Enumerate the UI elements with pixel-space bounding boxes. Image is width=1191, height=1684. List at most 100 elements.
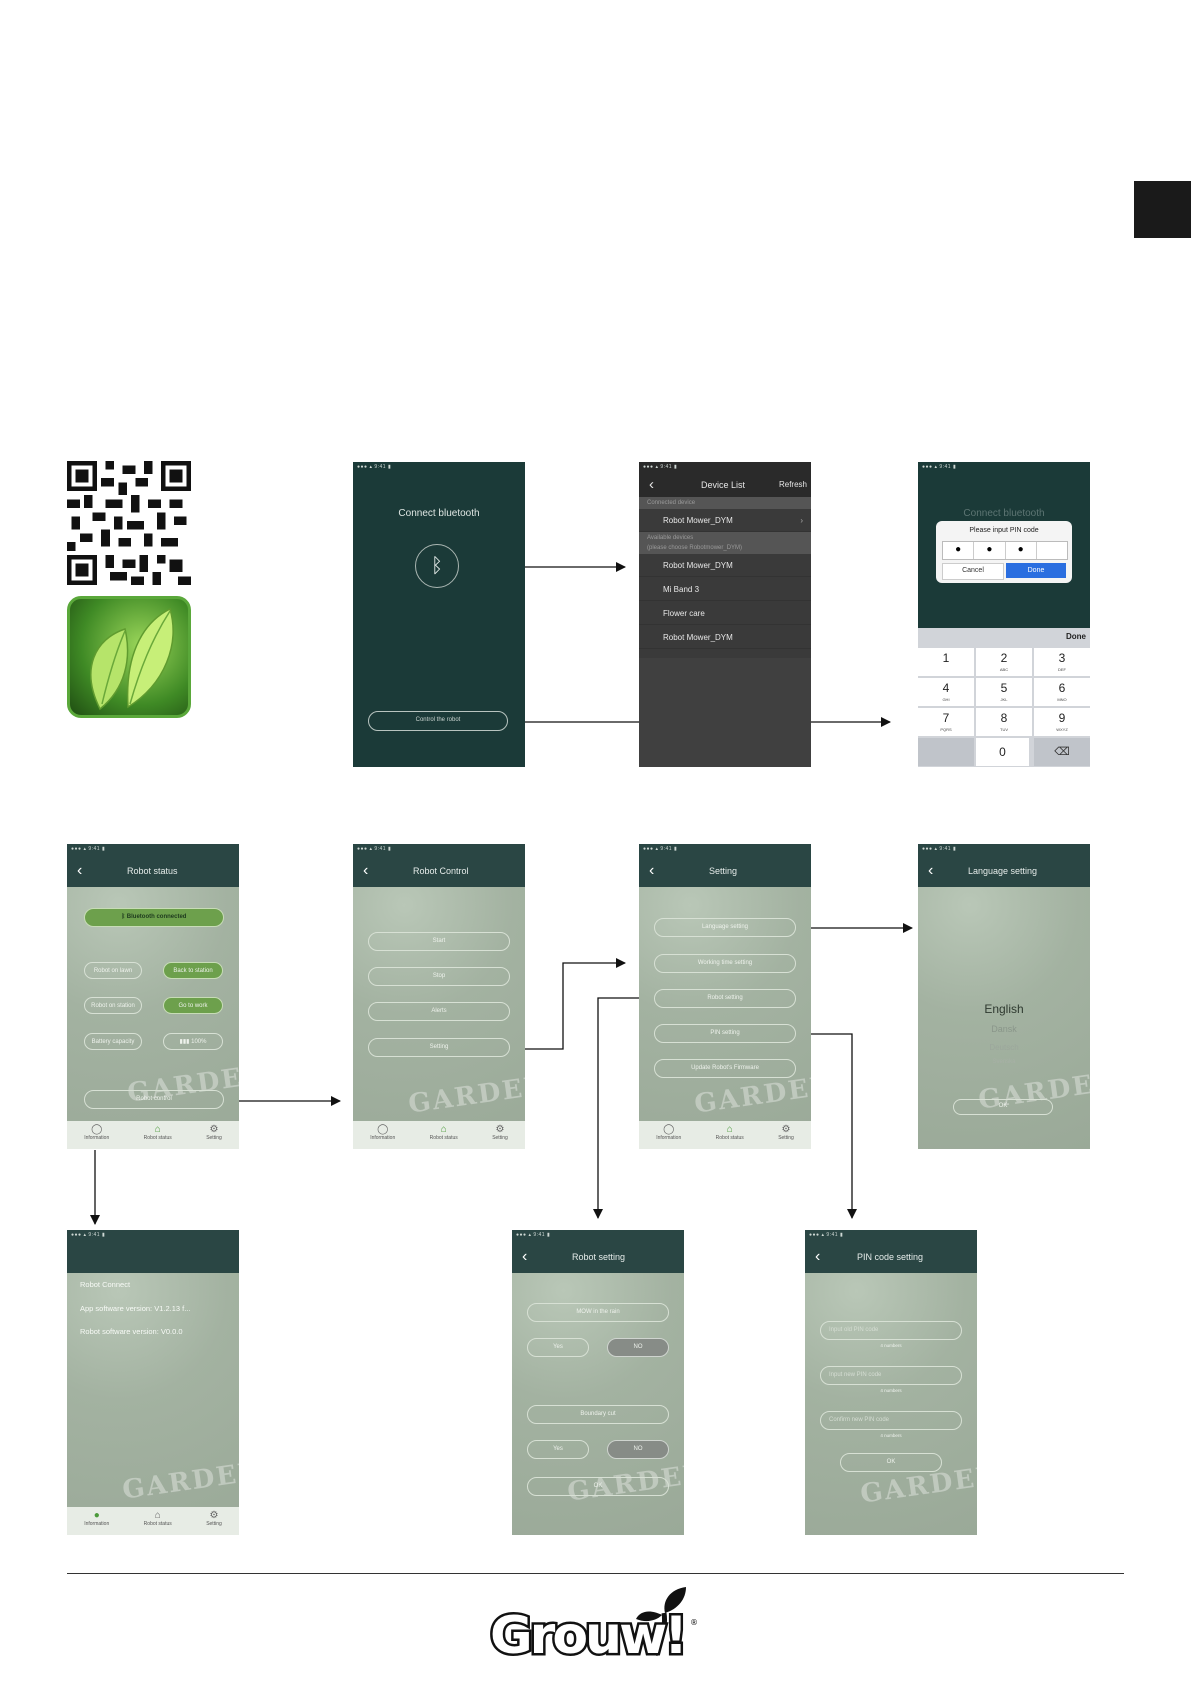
language-option[interactable]: Svenska — [992, 1059, 1016, 1065]
cancel-button[interactable]: Cancel — [942, 563, 1004, 580]
chat-icon: ◯ — [377, 1124, 389, 1135]
gear-icon: ⚙ — [495, 1124, 505, 1135]
pin-prompt: Please input PIN code — [969, 527, 1039, 534]
done-button[interactable]: Done — [1006, 563, 1066, 578]
screen-pin-code-setting: ●●● ▴ 9:41 ▮ ‹PIN code setting Input old… — [805, 1230, 977, 1535]
old-pin-input[interactable]: Input old PIN code — [820, 1321, 962, 1340]
tab-bar: ◯Information ⌂Robot status ⚙Setting — [353, 1121, 525, 1149]
tab-robot-status[interactable]: ⌂Robot status — [143, 1124, 172, 1141]
screen-device-list: ●●● ▴ 9:41 ▮ ‹ Device List Refresh Conne… — [639, 462, 811, 767]
tab-robot-status[interactable]: ⌂Robot status — [715, 1124, 744, 1141]
pin-input[interactable]: ● ● ● — [942, 541, 1068, 560]
empty-area — [639, 658, 811, 767]
ok-button[interactable]: OK — [953, 1099, 1053, 1115]
setting-button[interactable]: Setting — [368, 1038, 510, 1057]
stop-button[interactable]: Stop — [368, 967, 510, 986]
go-to-work-button[interactable]: Go to work — [163, 997, 223, 1014]
key-1[interactable]: 1 — [918, 648, 974, 676]
ok-button[interactable]: OK — [527, 1477, 669, 1496]
gear-icon: ⚙ — [209, 1510, 219, 1521]
status-bar: ●●● ▴ 9:41 ▮ — [357, 464, 392, 470]
keyboard-done-button[interactable]: Done — [1066, 632, 1086, 641]
back-icon[interactable]: ‹ — [649, 476, 654, 493]
new-pin-input[interactable]: Input new PIN code — [820, 1366, 962, 1385]
tab-robot-status[interactable]: ⌂Robot status — [429, 1124, 458, 1141]
status-bar: ●●● ▴ 9:41 ▮ — [805, 1230, 977, 1243]
navbar-title: Robot setting — [572, 1252, 626, 1262]
tab-information[interactable]: ◯Information — [84, 1124, 110, 1141]
back-icon[interactable]: ‹ — [928, 862, 934, 879]
logo-wordmark: Grouw! — [490, 1606, 685, 1663]
bluetooth-status-badge: ᛒ Bluetooth connected — [84, 908, 224, 927]
tab-information[interactable]: ◯Information — [656, 1124, 682, 1141]
key-0[interactable]: 0 — [976, 738, 1029, 766]
back-icon[interactable]: ‹ — [522, 1248, 528, 1265]
backspace-key[interactable]: ⌫ — [1034, 738, 1090, 766]
screen-pin-entry: ●●● ▴ 9:41 ▮ Connect bluetooth Please in… — [918, 462, 1090, 767]
device-row[interactable]: Robot Mower_DYM — [639, 554, 811, 577]
tab-robot-status[interactable]: ⌂Robot status — [143, 1510, 172, 1527]
back-icon[interactable]: ‹ — [363, 862, 369, 879]
update-firmware-button[interactable]: Update Robot's Firmware — [654, 1059, 796, 1078]
navbar: ‹PIN code setting — [805, 1243, 977, 1273]
rain-no-button[interactable]: NO — [607, 1338, 669, 1357]
language-option-selected[interactable]: English — [984, 1002, 1024, 1016]
navbar-title: Robot Control — [413, 866, 469, 876]
navbar: ‹Language setting — [918, 857, 1090, 887]
info-line: App software version: V1.2.13 f... — [80, 1304, 191, 1313]
boundary-yes-button[interactable]: Yes — [527, 1440, 589, 1459]
robot-control-button[interactable]: Robot control — [84, 1090, 224, 1109]
pin-hint: 4 numbers — [880, 1343, 902, 1348]
tab-setting[interactable]: ⚙Setting — [778, 1124, 794, 1141]
alerts-button[interactable]: Alerts — [368, 1002, 510, 1021]
robot-on-lawn-label: Robot on lawn — [84, 962, 142, 979]
rain-yes-button[interactable]: Yes — [527, 1338, 589, 1357]
language-option[interactable]: Deutsch — [989, 1043, 1019, 1052]
robot-on-station-label: Robot on station — [84, 997, 142, 1014]
tab-setting[interactable]: ⚙Setting — [206, 1510, 222, 1527]
tab-setting[interactable]: ⚙Setting — [206, 1124, 222, 1141]
tab-setting[interactable]: ⚙Setting — [492, 1124, 508, 1141]
language-option[interactable]: Dansk — [991, 1024, 1017, 1034]
device-row[interactable]: Robot Mower_DYM — [639, 626, 811, 649]
pin-hint: 4 numbers — [880, 1388, 902, 1393]
ok-button[interactable]: OK — [840, 1453, 942, 1472]
control-robot-button[interactable]: Control the robot — [368, 711, 508, 731]
device-row[interactable]: Flower care — [639, 602, 811, 625]
back-to-station-button[interactable]: Back to station — [163, 962, 223, 979]
device-row[interactable]: Mi Band 3 — [639, 578, 811, 601]
screen-connect-bluetooth: ●●● ▴ 9:41 ▮ Connect bluetooth ᛒ Control… — [353, 462, 525, 767]
device-row[interactable]: Robot Mower_DYM› — [639, 509, 811, 532]
bluetooth-button[interactable]: ᛒ — [415, 544, 459, 588]
tab-bar: ◯Information ⌂Robot status ⚙Setting — [67, 1121, 239, 1149]
confirm-pin-input[interactable]: Confirm new PIN code — [820, 1411, 962, 1430]
working-time-setting-button[interactable]: Working time setting — [654, 954, 796, 973]
empty-key — [918, 738, 974, 766]
pin-setting-button[interactable]: PIN setting — [654, 1024, 796, 1043]
battery-capacity-label: Battery capacity — [84, 1033, 142, 1050]
mow-in-rain-label: MOW in the rain — [527, 1303, 669, 1322]
language-setting-button[interactable]: Language setting — [654, 918, 796, 937]
back-icon[interactable]: ‹ — [815, 1248, 821, 1265]
tab-information[interactable]: ●Information — [84, 1510, 110, 1527]
robot-setting-button[interactable]: Robot setting — [654, 989, 796, 1008]
boundary-cut-label: Boundary cut — [527, 1405, 669, 1424]
navbar — [67, 1243, 239, 1273]
chat-icon: ◯ — [663, 1124, 675, 1135]
start-button[interactable]: Start — [368, 932, 510, 951]
back-icon[interactable]: ‹ — [77, 862, 83, 879]
refresh-button[interactable]: Refresh — [778, 480, 807, 489]
tab-bar: ●Information ⌂Robot status ⚙Setting — [67, 1507, 239, 1535]
back-icon[interactable]: ‹ — [649, 862, 655, 879]
boundary-no-button[interactable]: NO — [607, 1440, 669, 1459]
tab-information[interactable]: ◯Information — [370, 1124, 396, 1141]
